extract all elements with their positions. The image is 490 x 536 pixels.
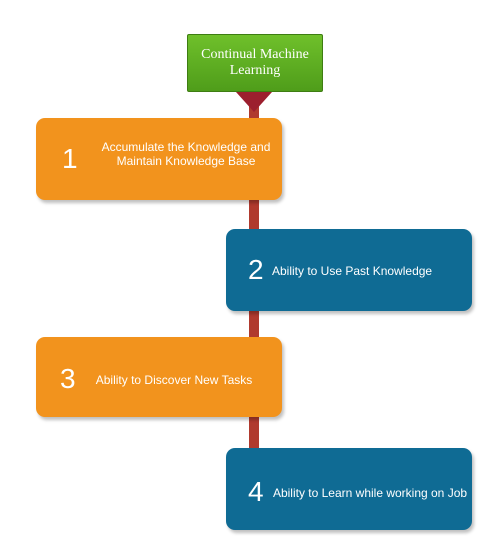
step-3-box: 3 Ability to Discover New Tasks <box>36 337 282 417</box>
step-2-number: 2 <box>248 254 264 285</box>
title-box: Continual Machine Learning <box>187 34 323 92</box>
title-text: Continual Machine Learning <box>201 47 309 78</box>
step-3-number: 3 <box>60 363 76 394</box>
step-1-text: Accumulate the Knowledge and Maintain Kn… <box>101 140 271 168</box>
step-4-box: 4 Ability to Learn while working on Job <box>226 448 472 530</box>
step-2-box: 2 Ability to Use Past Knowledge <box>226 229 472 311</box>
step-1-box: 1 Accumulate the Knowledge and Maintain … <box>36 118 282 200</box>
step-4-number: 4 <box>248 476 264 507</box>
step-1-number: 1 <box>62 143 78 174</box>
step-2-text: Ability to Use Past Knowledge <box>272 264 433 278</box>
step-4-text: Ability to Learn while working on Job <box>272 486 468 500</box>
step-3-text: Ability to Discover New Tasks <box>95 373 253 387</box>
arrow-down-icon <box>236 92 272 112</box>
